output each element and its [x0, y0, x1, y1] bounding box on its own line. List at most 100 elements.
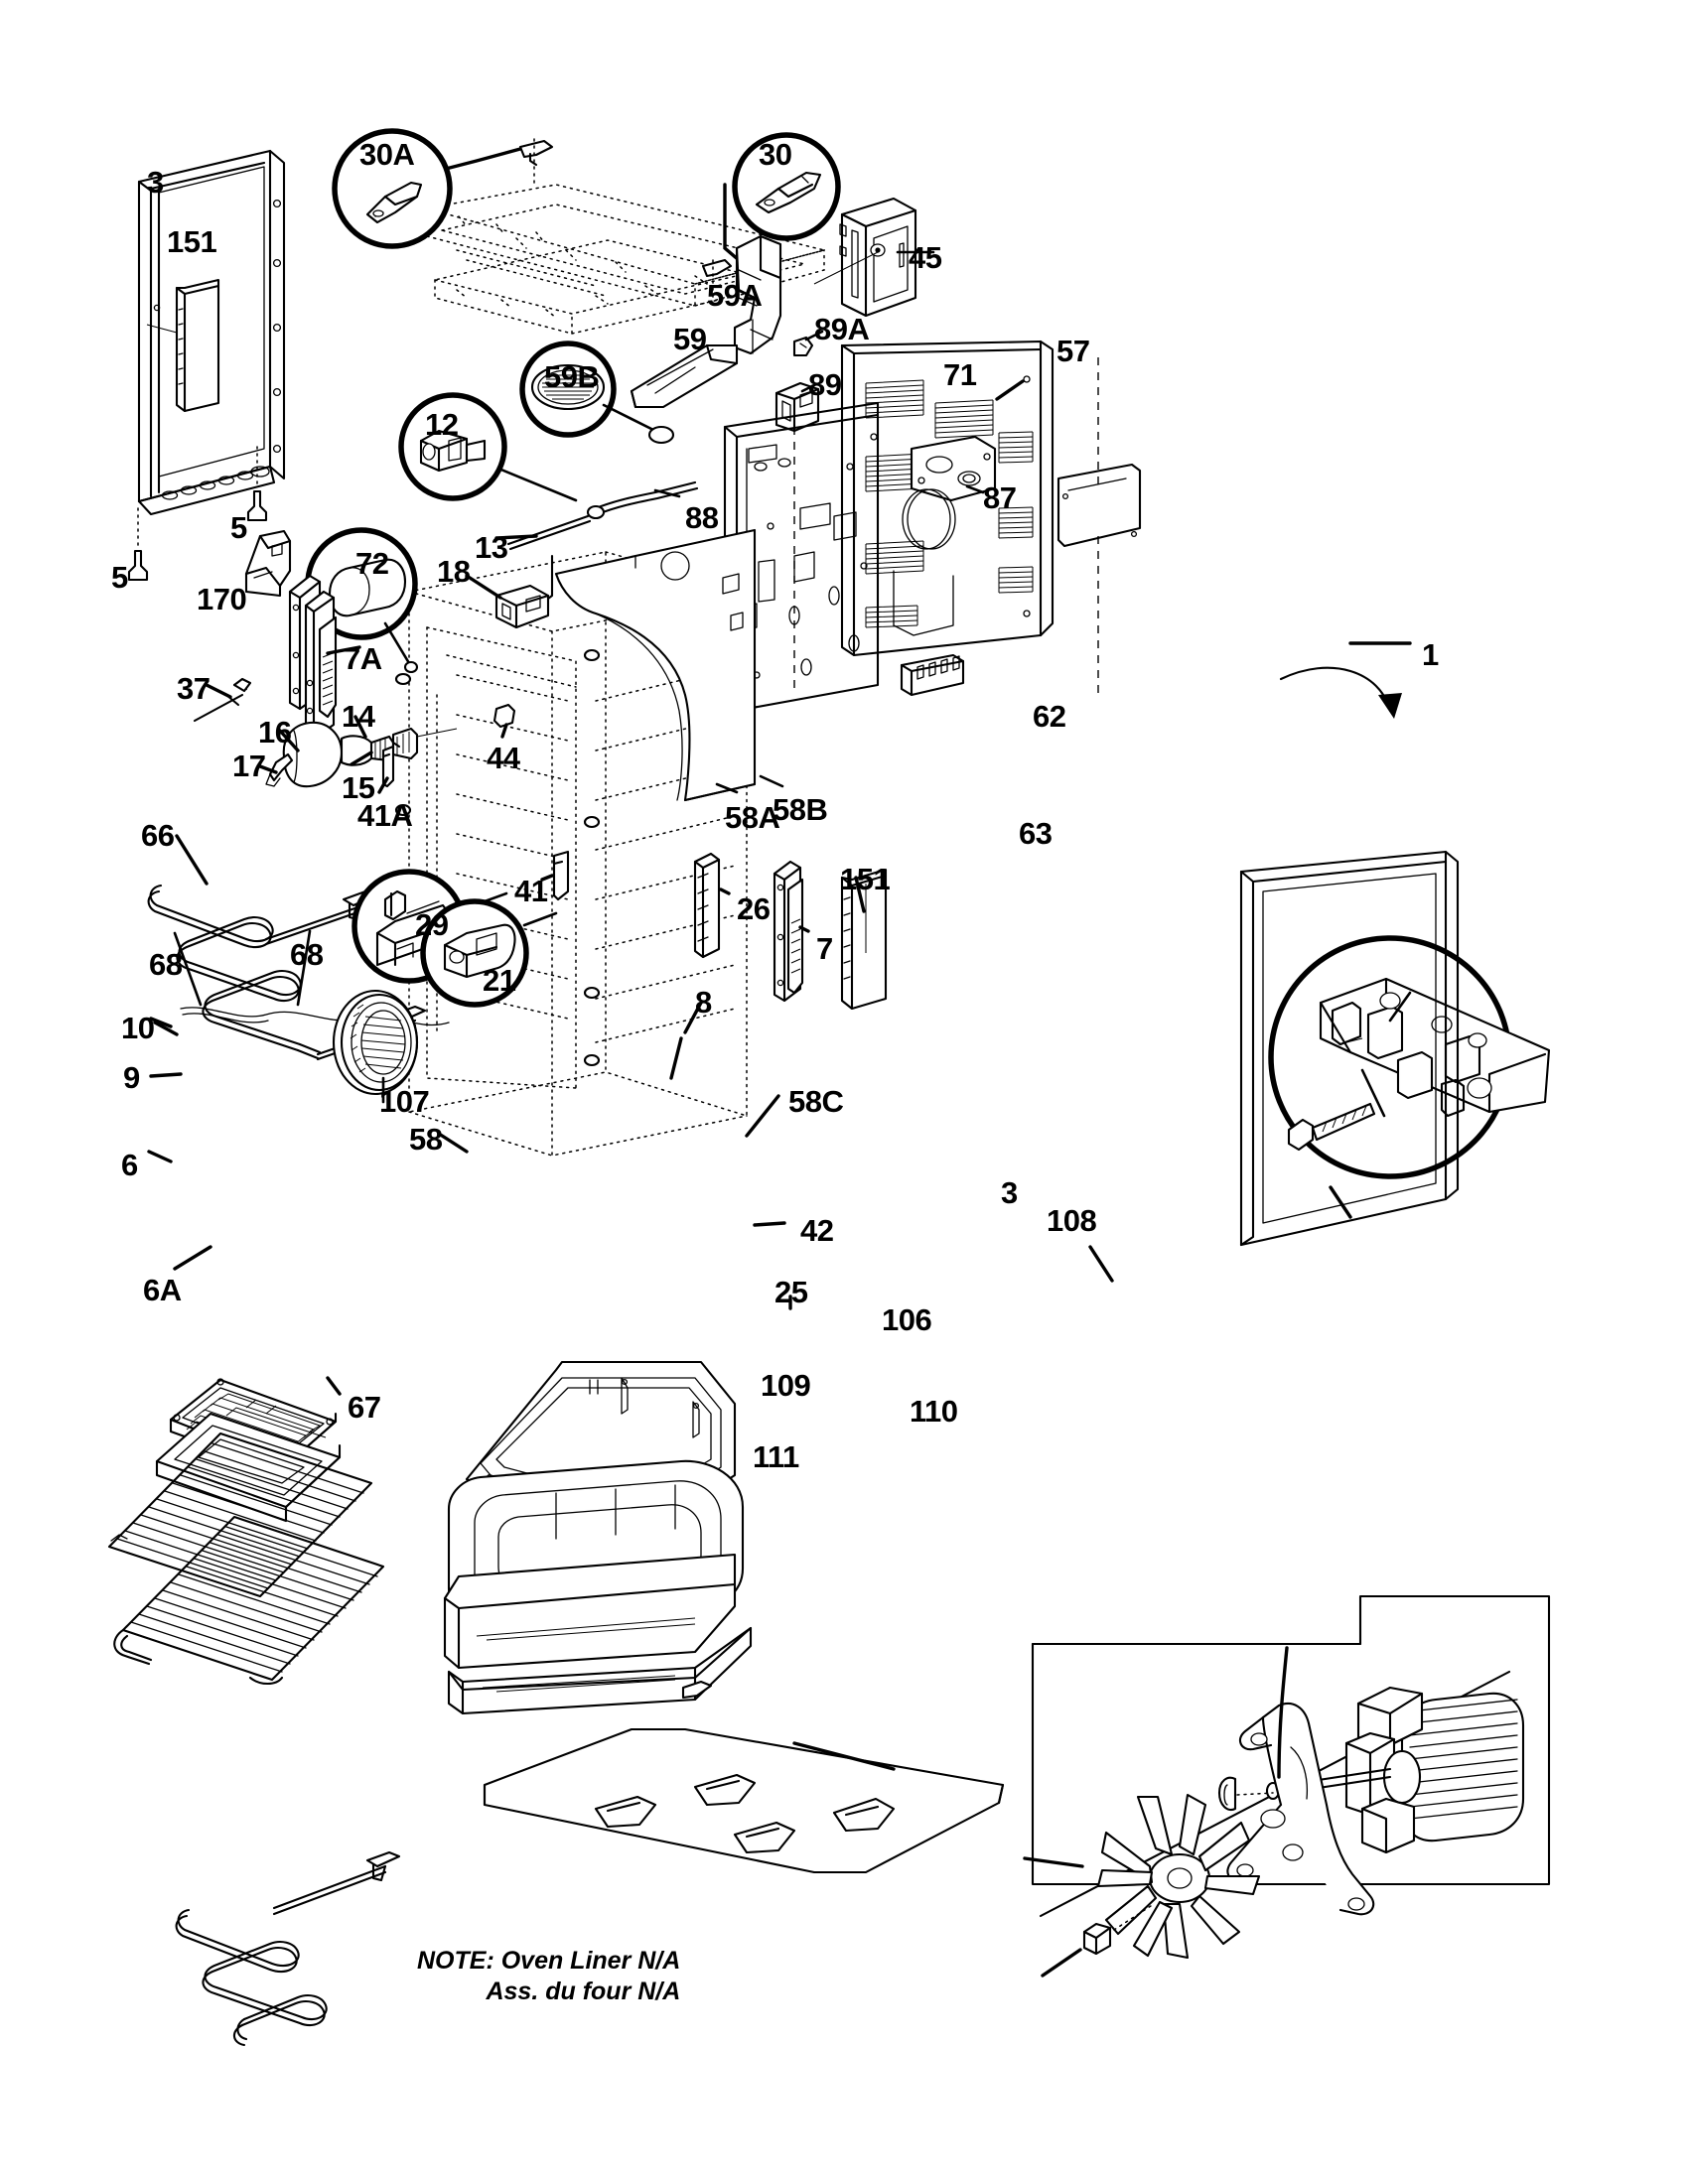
part-insulation-shell — [554, 528, 784, 802]
part-screw-clip-89A — [792, 330, 824, 357]
part-heat-shield-42 — [447, 1221, 786, 1715]
callout-label-12[interactable]: 12 — [425, 407, 459, 442]
callout-label-30A[interactable]: 30A — [359, 137, 415, 172]
callout-label-72[interactable]: 72 — [355, 546, 389, 581]
part-rack-support-26 — [693, 852, 731, 959]
callout-label-106[interactable]: 106 — [882, 1302, 932, 1337]
callout-label-17[interactable]: 17 — [232, 749, 266, 783]
callout-label-58B[interactable]: 58B — [773, 792, 828, 827]
callout-label-1[interactable]: 1 — [1422, 637, 1439, 672]
callout-label-108[interactable]: 108 — [1047, 1203, 1097, 1238]
callout-label-16[interactable]: 16 — [258, 715, 292, 750]
part-motor-bracket-106 — [1226, 1646, 1375, 1916]
part-oven-rack-6A — [113, 1245, 385, 1686]
part-mounting-bracket-89 — [774, 381, 820, 433]
callout-label-18[interactable]: 18 — [437, 554, 471, 589]
callout-label-3-top[interactable]: 3 — [147, 165, 164, 200]
callout-label-59A[interactable]: 59A — [707, 278, 763, 313]
assembly-arrow-to-terminal-block — [1279, 666, 1402, 719]
callout-label-10[interactable]: 10 — [121, 1011, 155, 1045]
part-broiler-pan-9 — [149, 1072, 342, 1523]
callout-label-37[interactable]: 37 — [177, 671, 211, 706]
callout-label-66[interactable]: 66 — [141, 818, 175, 853]
part-bake-element-67 — [175, 1376, 401, 2047]
callout-label-89A[interactable]: 89A — [814, 312, 870, 346]
callout-label-68-left[interactable]: 68 — [149, 947, 183, 982]
callout-label-59B[interactable]: 59B — [544, 359, 600, 394]
callout-label-59[interactable]: 59 — [673, 322, 707, 356]
callout-label-151-right[interactable]: 151 — [840, 862, 891, 896]
callout-label-111[interactable]: 111 — [753, 1439, 799, 1474]
callout-label-67[interactable]: 67 — [348, 1390, 381, 1425]
part-outer-panel-right — [1239, 850, 1460, 1247]
callout-label-30[interactable]: 30 — [759, 137, 792, 172]
part-insulation-58C — [447, 1094, 780, 1626]
part-hinge-pin-right — [701, 183, 741, 299]
part-fan-blade-109 — [1023, 1793, 1261, 1960]
callout-label-9[interactable]: 9 — [123, 1060, 140, 1095]
callout-label-42[interactable]: 42 — [800, 1213, 834, 1248]
callout-label-170[interactable]: 170 — [197, 582, 247, 616]
callout-label-151-left[interactable]: 151 — [167, 224, 217, 259]
part-convection-motor-108 — [1088, 1245, 1525, 1854]
note-line-english: NOTE: Oven Liner N/A — [417, 1947, 681, 1975]
part-cotter-pin-37 — [193, 677, 252, 723]
part-anti-tip-bracket — [244, 529, 292, 598]
part-broiler-pan-insert-10 — [149, 1017, 338, 1475]
callout-circle-59B — [519, 341, 675, 445]
callout-label-13[interactable]: 13 — [475, 530, 508, 565]
callout-label-15[interactable]: 15 — [342, 770, 375, 805]
callout-label-29[interactable]: 29 — [415, 907, 449, 942]
part-rack-guide-right — [773, 860, 810, 1003]
callout-label-21[interactable]: 21 — [483, 963, 516, 998]
callout-label-41[interactable]: 41 — [514, 874, 548, 908]
callout-label-62[interactable]: 62 — [1033, 699, 1066, 734]
callout-label-7[interactable]: 7 — [816, 931, 833, 966]
part-terminal-box-45 — [813, 197, 935, 318]
callout-label-58A[interactable]: 58A — [725, 800, 780, 835]
callout-circle-21 — [420, 898, 558, 1008]
diagram-note: NOTE: Oven Liner N/A Ass. du four N/A — [417, 1946, 680, 2008]
callout-label-41A[interactable]: 41A — [357, 798, 413, 833]
callout-label-58C[interactable]: 58C — [788, 1084, 844, 1119]
part-support-clip-41 — [540, 850, 570, 901]
part-fan-washer-110 — [1217, 1776, 1274, 1812]
callout-label-14[interactable]: 14 — [342, 699, 375, 734]
callout-label-88[interactable]: 88 — [685, 500, 719, 535]
callout-label-110[interactable]: 110 — [910, 1394, 958, 1429]
part-grommet-44 — [492, 703, 516, 739]
part-leveling-legs — [127, 446, 268, 582]
part-insulation-58 — [437, 1132, 737, 1670]
callout-label-8[interactable]: 8 — [695, 985, 712, 1020]
callout-label-44[interactable]: 44 — [487, 741, 520, 775]
part-vent-duct-elbow — [733, 234, 782, 355]
part-fan-cover-107 — [332, 989, 419, 1104]
callout-label-71[interactable]: 71 — [943, 357, 977, 392]
part-vent-duct-flat — [630, 343, 739, 409]
callout-label-89[interactable]: 89 — [808, 367, 842, 402]
callout-label-58[interactable]: 58 — [409, 1122, 443, 1157]
callout-label-6[interactable]: 6 — [121, 1148, 138, 1182]
callout-label-109[interactable]: 109 — [761, 1368, 811, 1403]
part-oven-chassis-front-plate — [723, 401, 1412, 715]
note-line-french: Ass. du four N/A — [486, 1978, 681, 2006]
callout-label-5-upper[interactable]: 5 — [230, 510, 247, 545]
callout-label-107[interactable]: 107 — [379, 1084, 430, 1119]
callout-label-68-right[interactable]: 68 — [290, 937, 324, 972]
callout-label-26[interactable]: 26 — [737, 891, 771, 926]
part-support-clip-41A — [377, 745, 395, 794]
callout-label-63[interactable]: 63 — [1019, 816, 1053, 851]
callout-label-87[interactable]: 87 — [983, 480, 1017, 515]
callout-circle-30 — [732, 132, 841, 241]
callout-label-3-bottom[interactable]: 3 — [1001, 1175, 1018, 1210]
callout-label-5-lower[interactable]: 5 — [111, 560, 128, 595]
callout-circle-30A — [332, 128, 453, 249]
part-oven-rack-6 — [107, 1150, 373, 1598]
part-access-cover-57 — [1056, 357, 1142, 695]
callout-label-6A[interactable]: 6A — [143, 1273, 182, 1307]
callout-label-57[interactable]: 57 — [1056, 334, 1090, 368]
callout-label-25[interactable]: 25 — [774, 1275, 808, 1309]
callout-label-7A[interactable]: 7A — [344, 641, 382, 676]
callout-label-45[interactable]: 45 — [909, 240, 942, 275]
